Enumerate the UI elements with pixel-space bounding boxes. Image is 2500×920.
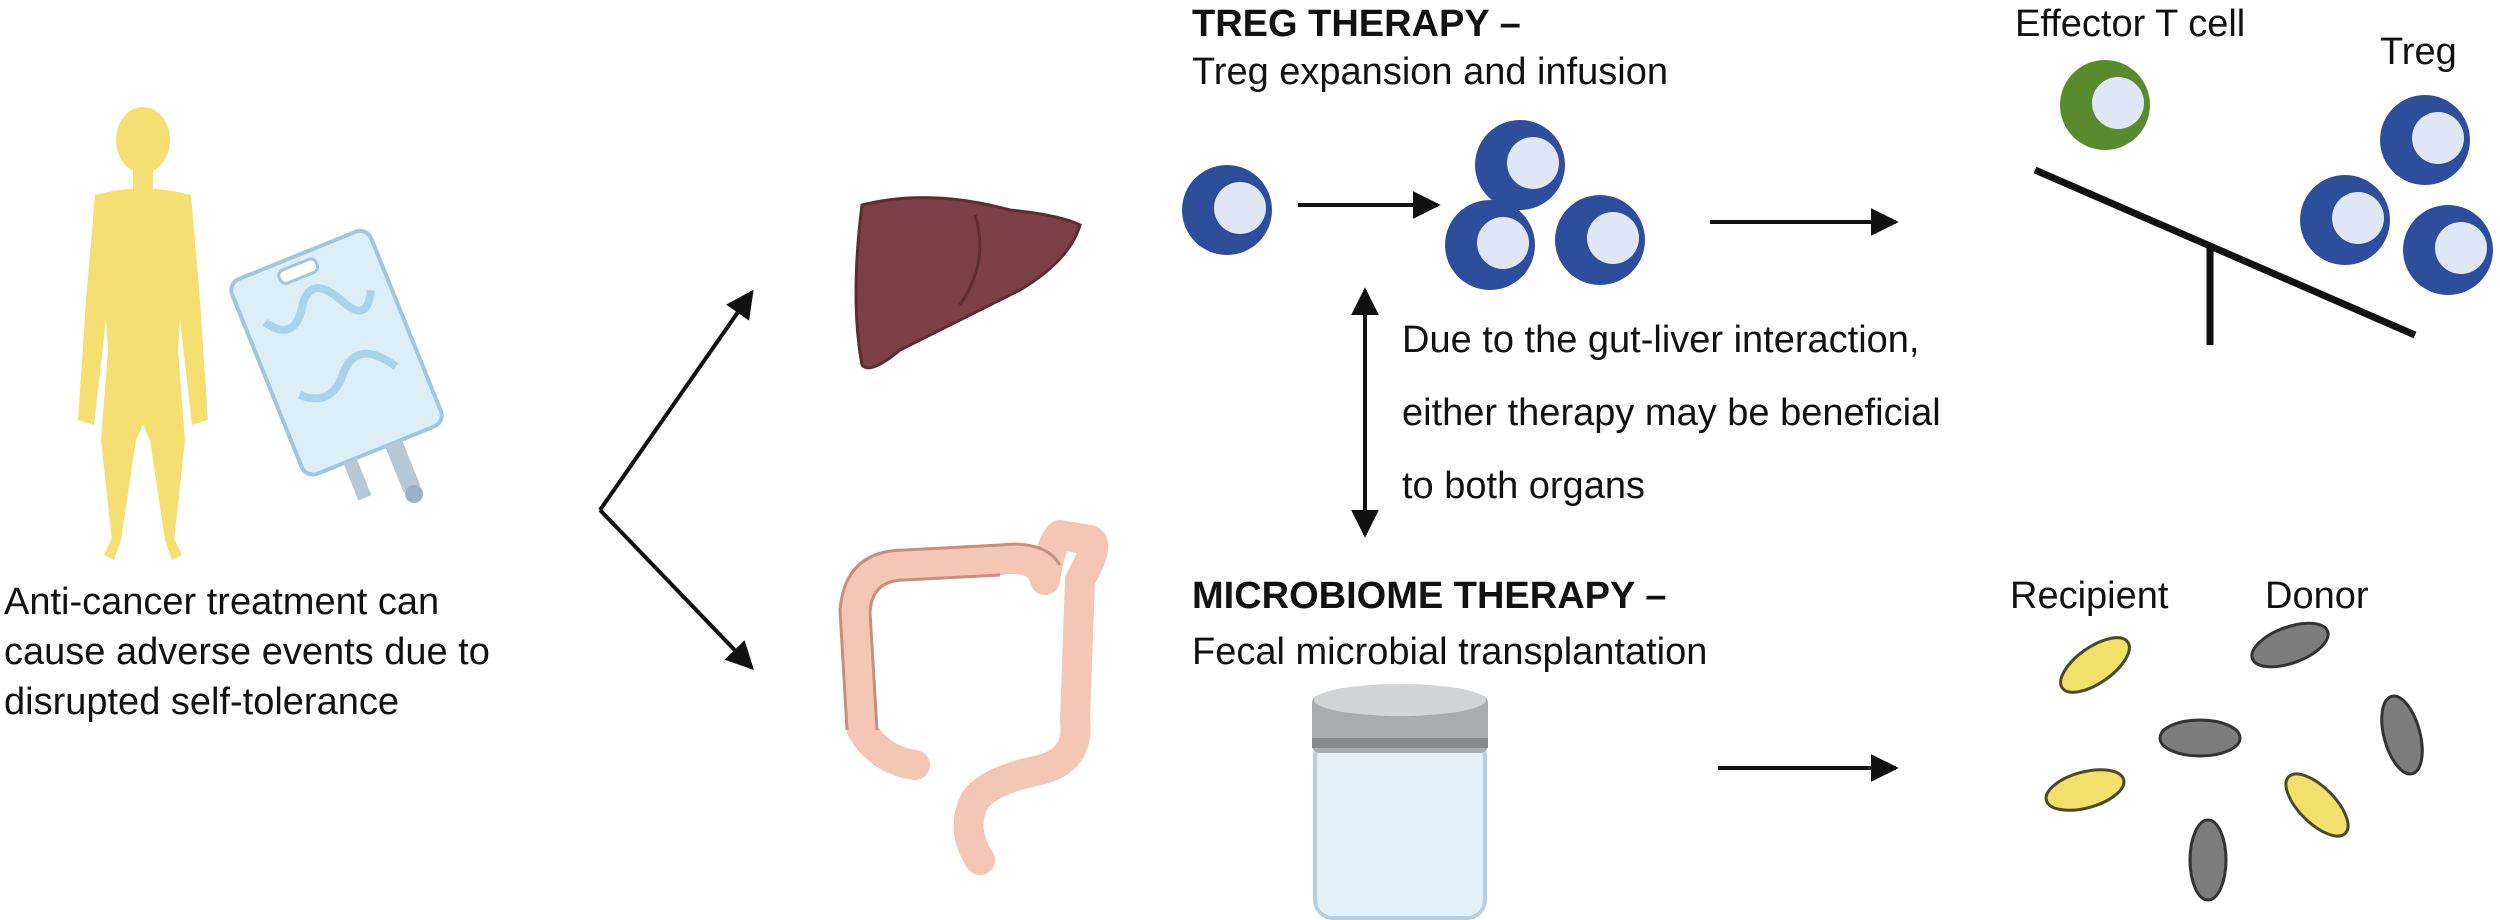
treg-subheading: Treg expansion and infusion: [1192, 51, 1669, 93]
donor-label: Donor: [2265, 575, 2369, 617]
treg-cluster: [1445, 120, 1645, 290]
treg-heading: TREG THERAPY –: [1192, 3, 1521, 45]
specimen-jar-icon: [1312, 684, 1488, 920]
middle-note-line2: either therapy may be beneficial: [1402, 392, 1941, 434]
microbiome-heading: MICROBIOME THERAPY –: [1192, 575, 1667, 617]
treg-cell: [1182, 165, 1272, 255]
middle-note-line3: to both organs: [1402, 465, 1645, 507]
iv-bag-icon: [229, 228, 444, 503]
left-caption-line2: cause adverse events due to: [4, 631, 490, 673]
arrow-to-colon: [598, 508, 754, 671]
left-caption-line3: disrupted self-tolerance: [4, 681, 399, 723]
colon-icon: [840, 520, 1109, 875]
microbiome-subheading: Fecal microbial transplantation: [1192, 631, 1708, 673]
microbe-group: [2044, 621, 2424, 902]
left-caption-line1: Anti-cancer treatment can: [4, 581, 440, 623]
treg-label: Treg: [2380, 31, 2457, 73]
treg-balance: [2033, 60, 2493, 345]
middle-note-line1: Due to the gut-liver interaction,: [1402, 319, 1920, 361]
liver-icon: [854, 196, 1082, 370]
recipient-label: Recipient: [2010, 575, 2169, 617]
effector-label: Effector T cell: [2015, 3, 2246, 45]
patient-figure: [78, 107, 208, 560]
arrow-to-liver: [598, 289, 754, 512]
